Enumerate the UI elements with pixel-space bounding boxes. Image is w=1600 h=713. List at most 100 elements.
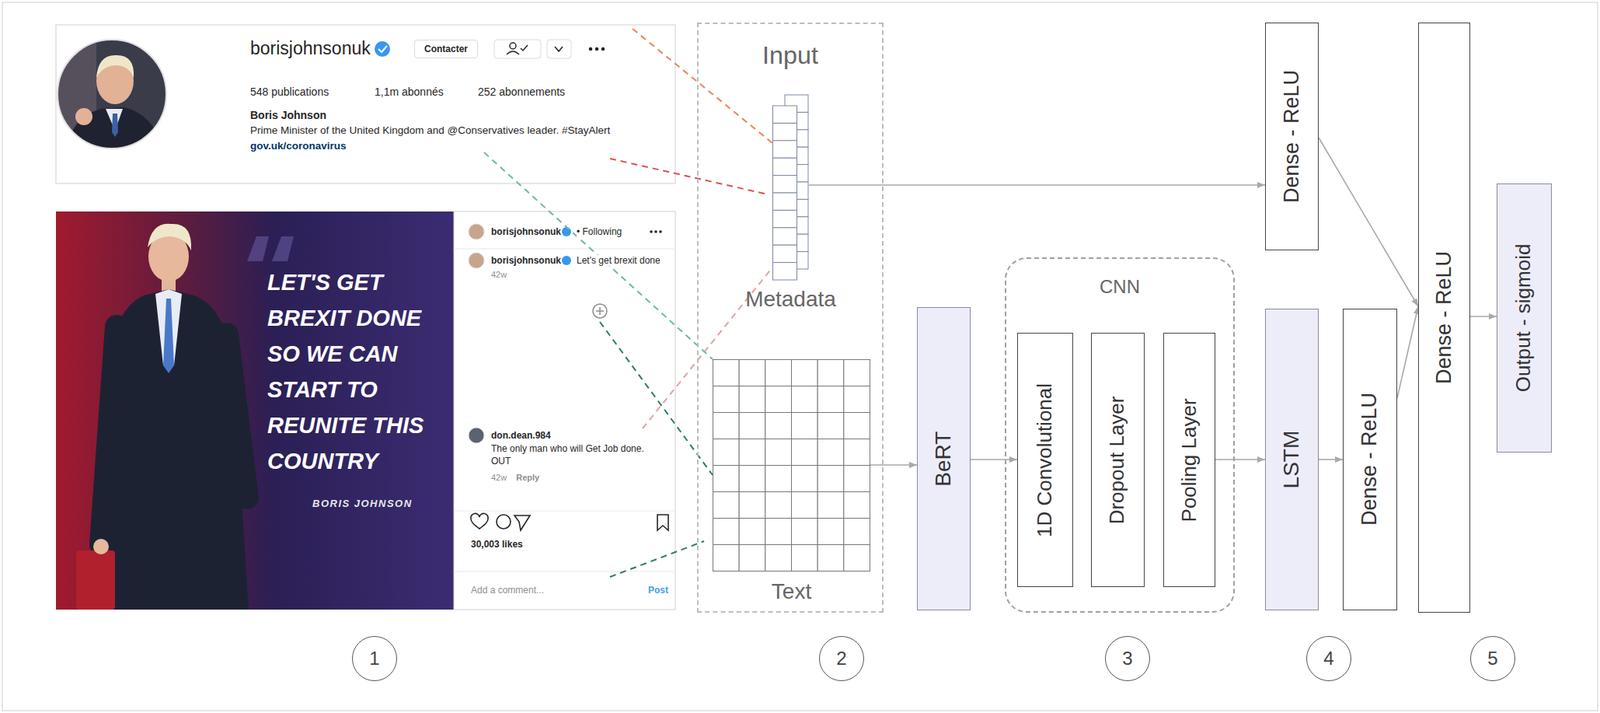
verified-check [378,45,387,53]
matrix-cell [765,439,792,466]
matrix-cell [765,518,792,545]
group-heading: Input [698,41,882,70]
avatar-tie [111,113,119,137]
label-anchor: • Following [576,226,622,238]
label-anchor: 3 [1105,635,1151,681]
comment-username: don.dean.984 [491,429,551,441]
matrix-cell [791,412,819,440]
matrix-cell [843,439,871,466]
follow-button [494,39,541,59]
label-anchor: 2 [819,635,865,681]
label-anchor: LET'S GET BREXIT DONE SO WE CAN START TO… [267,264,447,479]
label-anchor: borisjohnsonuk [491,226,562,238]
user-avatar [468,223,485,240]
layer-label: Dense - ReLU [1357,392,1382,526]
post-button: Post [648,584,669,596]
pooling-box: Pooling Layer [1163,332,1216,587]
profile-panel [55,24,676,184]
profile-stat: 1,1m abonnés [374,85,444,99]
avatar-hair [96,55,134,78]
flow-arrow [808,184,1266,186]
figure-tie [163,298,175,373]
matrix-cell [738,359,766,387]
label-anchor: 4 [1306,635,1352,681]
avatar-ground [57,39,167,149]
group-heading: CNN [1006,275,1234,298]
matrix-cell [738,439,766,466]
more-dots [649,230,653,234]
flow-arrow [970,458,1018,461]
text-grid: Text [712,359,871,572]
contact-button: Contacter [414,39,478,59]
profile-stat: 252 abonnements [477,85,565,99]
label-anchor: 30,003 likes [470,538,523,550]
more-dots [601,47,606,52]
like-icon [470,512,489,529]
text-matrix [712,359,871,572]
matrix-cell [713,412,740,440]
layer-label: Dense - ReLU [1432,250,1457,384]
metadata-stack: Metadata [772,94,809,281]
matrix-cell [843,465,871,492]
avatar-ring [57,39,167,149]
plus-icon [592,303,607,318]
matrix-cell [738,518,766,545]
post-caption: Let's get brexit done [576,254,661,266]
callout-number: 5 [1470,635,1516,681]
vector-cell [773,175,798,193]
matrix-cell [713,465,740,492]
matrix-cell [791,359,819,387]
label-anchor: Reply [515,472,540,483]
vector-cell [773,192,798,210]
matrix-cell [791,518,819,545]
label-anchor: gov.uk/coronavirus [250,139,347,153]
matrix-cell [738,412,766,440]
verified-badge [561,226,572,237]
vector-cell [773,140,798,158]
divider [453,509,676,512]
like-count: 30,003 likes [470,538,523,550]
conv1d-box: 1D Convolutional [1017,332,1074,587]
dense-box: Dense - ReLU [1418,22,1471,613]
matrix-cell [765,491,792,519]
comment-icon [496,514,511,529]
avatar-suit [65,107,164,152]
layer-label: 1D Convolutional [1033,382,1057,537]
matrix-cell [843,491,871,519]
verified-badge [561,255,572,265]
matrix-cell [713,386,740,413]
input-group: InputMetadataText [697,22,884,613]
label-anchor: The only man who will Get Job done. OUT [491,442,666,468]
check-icon [520,45,528,51]
matrix-cell [817,518,844,545]
post-age: 42w [491,269,507,280]
matrix-cell [817,439,844,466]
matrix-cell [817,412,844,440]
matrix-cell [765,359,792,387]
matrix-cell [843,544,871,572]
vector-cell [773,157,798,175]
divider [453,570,676,572]
post-image [55,211,454,610]
label-anchor: don.dean.984 [491,429,551,441]
matrix-cell [843,359,871,387]
dense-box: Dense - ReLU [1342,308,1398,611]
person-icon [509,42,516,49]
quote-mark [247,236,294,262]
matrix-cell [765,412,792,440]
more-dots [595,47,600,52]
user-avatar [468,252,485,269]
callout-number: 3 [1105,635,1151,681]
comment-age: 42w [491,472,507,483]
flow-arrow [1470,315,1497,318]
matrix-cell [713,359,740,387]
profile-stat: 548 publications [250,85,329,99]
matrix-cell [843,386,871,413]
comment-text: The only man who will Get Job done. OUT [491,442,666,468]
profile-bio: Prime Minister of the United Kingdom and… [250,124,611,137]
metadata-vector [772,94,809,281]
layer-label: Dense - ReLU [1279,69,1304,203]
